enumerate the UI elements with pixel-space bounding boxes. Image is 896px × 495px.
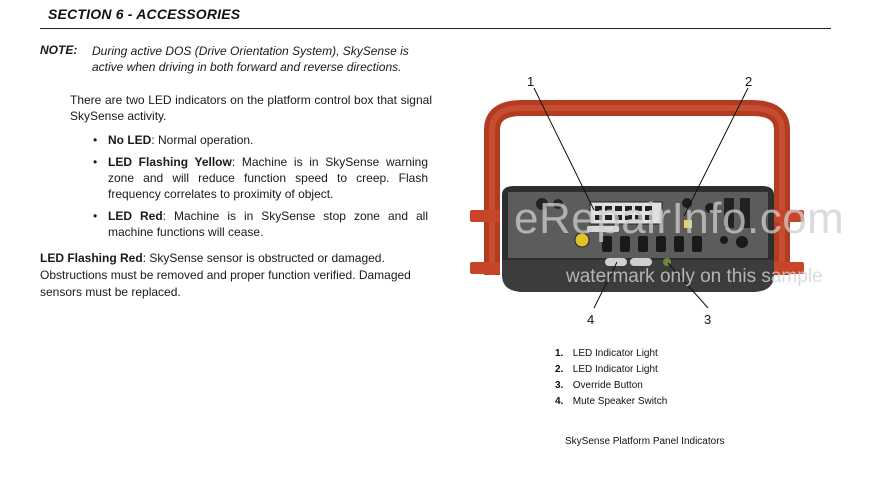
callout-4: 4 <box>587 312 595 327</box>
figure-caption: SkySense Platform Panel Indicators <box>565 436 725 447</box>
legend-number: 2. <box>555 364 564 375</box>
title-rule <box>40 28 831 29</box>
list-item-text: : Machine is in SkySense warning zone an… <box>108 155 429 201</box>
callout-2: 2 <box>745 74 753 89</box>
list-item-text: : Normal operation. <box>151 133 254 147</box>
legend-item: 3. Override Button <box>555 378 667 394</box>
legend-number: 3. <box>555 380 564 391</box>
legend-number: 1. <box>555 348 564 359</box>
damaged-paragraph: LED Flashing Red: SkySense sensor is obs… <box>40 250 430 301</box>
legend-item: 4. Mute Speaker Switch <box>555 394 667 410</box>
legend-item: 1. LED Indicator Light <box>555 346 667 362</box>
legend-label: LED Indicator Light <box>572 348 658 359</box>
damaged-text: : SkySense sensor is obstructed or damag… <box>40 251 411 299</box>
watermark-notice: watermark only on this sample <box>566 266 823 287</box>
legend-label: LED Indicator Light <box>572 364 658 375</box>
list-item-term: No LED <box>108 133 152 147</box>
bullet-dot: • <box>93 209 98 223</box>
list-item: • No LED: Normal operation. <box>93 132 428 148</box>
legend-label: Override Button <box>572 380 643 391</box>
list-item-term: LED Flashing Yellow <box>108 155 232 169</box>
watermark-site: eRepairInfo.com <box>514 194 845 243</box>
control-box-illustration <box>470 87 804 309</box>
list-item: • LED Red: Machine is in SkySense stop z… <box>93 208 428 240</box>
list-item-term: LED Red <box>108 209 163 223</box>
callout-3: 3 <box>704 312 712 327</box>
figure-legend: 1. LED Indicator Light 2. LED Indicator … <box>555 346 667 410</box>
damaged-term: LED Flashing Red <box>40 251 143 265</box>
led-list: • No LED: Normal operation. • LED Flashi… <box>93 132 428 246</box>
note-text: During active DOS (Drive Orientation Sys… <box>92 44 409 74</box>
callout-1: 1 <box>527 74 535 89</box>
legend-item: 2. LED Indicator Light <box>555 362 667 378</box>
bullet-dot: • <box>93 155 98 169</box>
legend-label: Mute Speaker Switch <box>572 396 668 407</box>
intro-paragraph: There are two LED indicators on the plat… <box>70 93 432 123</box>
note-label: NOTE: <box>40 43 78 57</box>
bullet-dot: • <box>93 133 98 147</box>
section-title: SECTION 6 - ACCESSORIES <box>48 6 241 22</box>
list-item-text: : Machine is in SkySense stop zone and a… <box>108 209 428 239</box>
legend-number: 4. <box>555 396 564 407</box>
list-item: • LED Flashing Yellow: Machine is in Sky… <box>93 154 428 202</box>
